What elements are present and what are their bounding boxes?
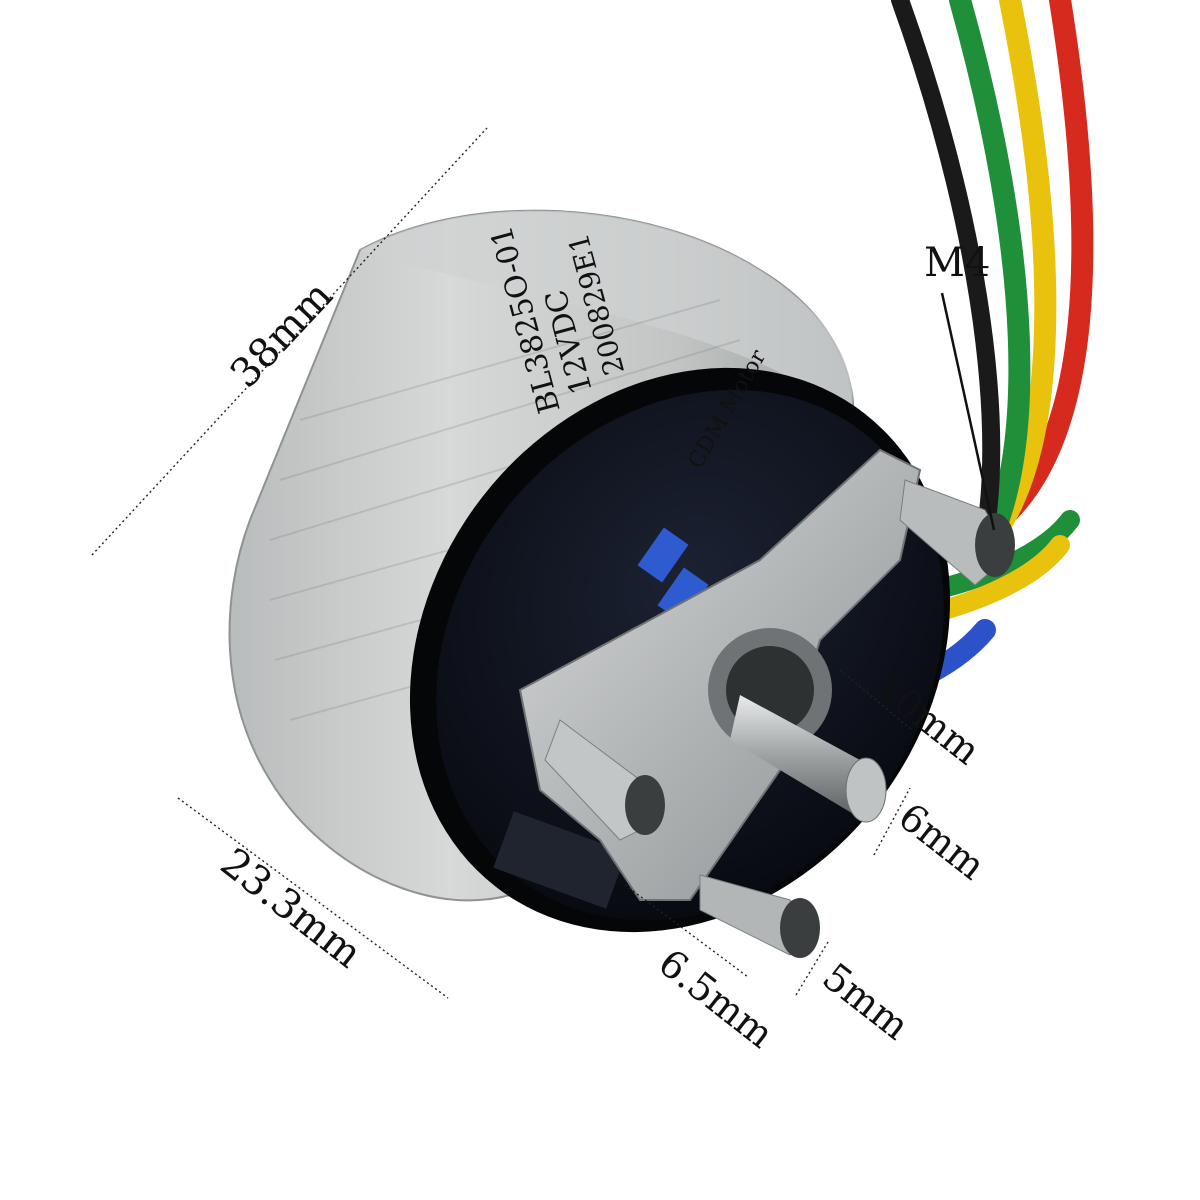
dimension-guides [91,127,996,999]
shaft-diameter-label: 6mm [890,794,993,888]
wire-green [949,0,1031,571]
motor-shaft [730,695,887,823]
thread-label: M4 [924,240,990,286]
standoff-length-guide-line [624,884,749,978]
standoff-diameter-label: 5mm [814,954,917,1048]
standoff-diameter-guide-line [795,941,829,996]
standoff-length-label: 6.5mm [650,940,782,1056]
threaded-standoffs [544,479,1015,958]
m4-leader-line [940,292,996,531]
height-guide-line [177,797,449,999]
diameter-guide-line [91,127,488,556]
boss-guide-line [839,669,913,731]
m4-hole [975,513,1015,577]
